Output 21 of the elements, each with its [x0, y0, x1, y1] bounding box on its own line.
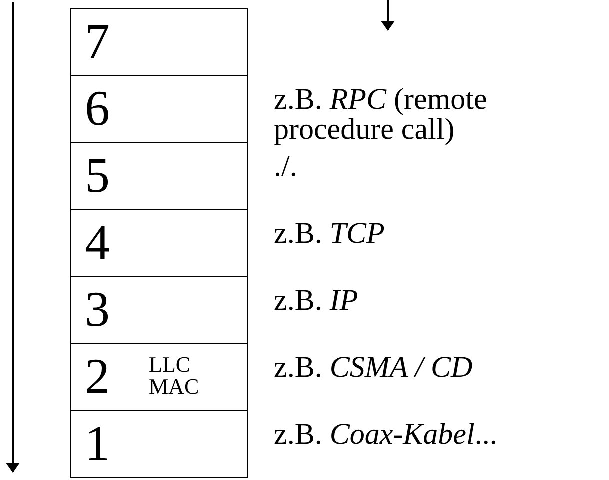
layer-number: 5 [85, 147, 110, 203]
layer-number: 6 [85, 80, 110, 136]
layer-box [70, 209, 248, 277]
layer-number: 4 [85, 214, 110, 270]
layer-box [70, 410, 248, 478]
protocol-example: z.B. TCP [274, 219, 386, 249]
layer-number: 7 [85, 13, 110, 69]
layer-box [70, 343, 248, 411]
protocol-example: z.B. Coax-Kabel... [274, 420, 498, 450]
layer-box [70, 276, 248, 344]
protocol-example: z.B. IP [274, 286, 360, 316]
layer-number: 3 [85, 281, 110, 337]
layer-box [70, 142, 248, 210]
layer-number: 2 [85, 348, 110, 404]
layer-box [70, 8, 248, 76]
sublayer-label: LLC MAC [149, 354, 200, 398]
layer-number: 1 [85, 415, 110, 471]
layer-box [70, 75, 248, 143]
protocol-example: z.B. CSMA / CD [274, 353, 474, 383]
protocol-example: ./. [274, 152, 298, 182]
protocol-example: z.B. RPC (remote procedure call) [274, 85, 488, 145]
